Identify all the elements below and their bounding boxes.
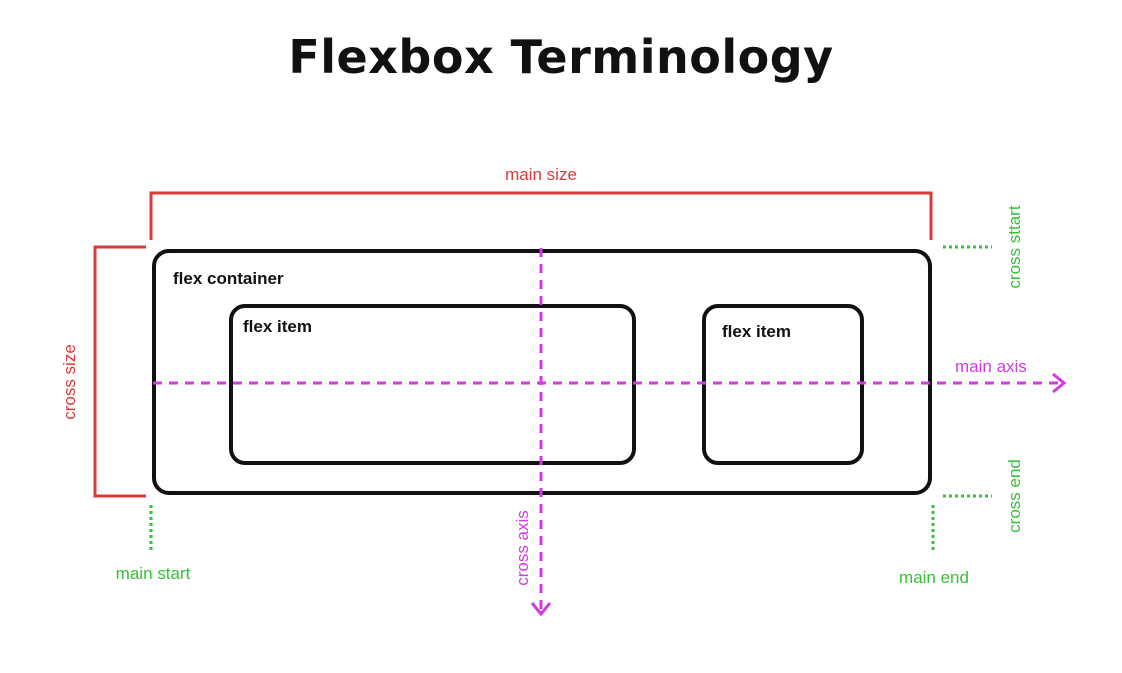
- cross-end-label: cross end: [1005, 459, 1024, 533]
- main-start-label: main start: [116, 564, 191, 583]
- cross-size-bracket: [93, 245, 146, 498]
- cross-size-label: cross size: [60, 344, 79, 420]
- main-size-bracket: [149, 191, 933, 240]
- page-title: Flexbox Terminology: [288, 30, 834, 84]
- main-axis-label: main axis: [955, 357, 1027, 376]
- main-axis-arrowhead-icon: [1052, 372, 1067, 394]
- flex-item-label: flex item: [243, 317, 312, 336]
- flex-container-label: flex container: [173, 269, 284, 288]
- cross-axis-label: cross axis: [513, 510, 532, 586]
- cross-axis-arrowhead-icon: [530, 602, 552, 617]
- main-end-label: main end: [899, 568, 969, 587]
- main-size-label: main size: [505, 165, 577, 184]
- cross-start-label: cross sttart: [1005, 205, 1024, 288]
- flex-item-label: flex item: [722, 322, 791, 341]
